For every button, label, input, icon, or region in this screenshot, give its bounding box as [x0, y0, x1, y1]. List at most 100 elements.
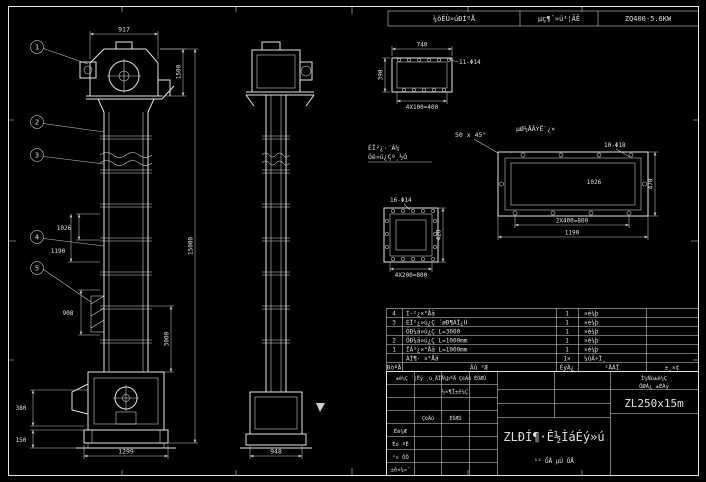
parts-row-name: ÖÐ¼ä»ú¿Ç L=1000mm — [406, 338, 468, 345]
stray-mark — [316, 403, 325, 412]
parts-row-no: 3 — [392, 320, 396, 327]
model-number: ZL250x15m — [624, 397, 684, 410]
note-b-holes: 10-Φ18 — [604, 142, 626, 149]
mark-note-1: Í¼Ñù±ê¼Ç — [641, 374, 668, 382]
inlet-hopper — [71, 383, 89, 415]
title-block: ±ê¼Ç ´¦Êý ¸ü¸ÄÎÄ¼þºÅ Ç©Ãû ÈÕÆÚ ½×¶Î±ê¼Ç … — [386, 371, 699, 476]
sheet-count: ¹² ÕÅ µÚ ÕÅ — [534, 458, 574, 465]
parts-row-no: 2 — [392, 338, 396, 345]
dim-front-section-c: 908 — [63, 310, 74, 317]
parts-row-name: ÖÐ¼ä»ú¿Ç L=3000 — [406, 329, 461, 336]
parts-row-qty: 1 — [565, 329, 569, 336]
parts-row-qty: 1× — [563, 356, 571, 363]
note-plate-label: µØ½ÅÂÝË¨¿× — [516, 124, 555, 133]
note-chamfer: 50 x 45° — [455, 131, 486, 139]
note-line1: ÉÏ²¿·¨À¼ — [368, 143, 399, 152]
side-break-line — [261, 152, 291, 166]
parts-row: ÁÏ¶· ×°Åä 1× ¼ûÃ÷Ï¸ — [406, 356, 606, 363]
side-base — [245, 433, 307, 446]
sign-col-label: Ç©Ãû — [422, 415, 434, 422]
parts-header-remark: ±¸×¢ — [665, 365, 680, 372]
annotations: ÉÏ²¿·¨À¼ Óë»ú¿Çº¸½Ó 50 x 45° µØ½ÅÂÝË¨¿× … — [368, 124, 631, 163]
row-process: ¹¤ ÒÕ — [392, 454, 409, 461]
base-channel — [83, 429, 169, 444]
parts-row-mat: ×é¼þ — [584, 329, 599, 336]
parts-row-mat: ×é¼þ — [584, 338, 599, 345]
parts-row: 2 ÖÐ¼ä»ú¿Ç L=1000mm 1 ×é¼þ — [392, 338, 599, 345]
balloon-4: 4 — [35, 234, 39, 242]
dim-b-length: 1190 — [565, 230, 580, 237]
top-strip-cell1: ¼õËÙ»úÐÍºÅ — [433, 14, 476, 23]
top-strip: ¼õËÙ»úÐÍºÅ µç¶¯»ú¹¦ÂÊ ZQ400-5.6KW — [387, 10, 699, 27]
parts-row-name: ÁÏ¶· ×°Åä — [406, 356, 439, 363]
parts-row-mat: ×é¼þ — [584, 311, 599, 318]
parts-row-qty: 1 — [565, 338, 569, 345]
dim-b-height: 470 — [648, 178, 655, 189]
parts-row-mat: ¼ûÃ÷Ï¸ — [584, 356, 606, 363]
dim-front-base-width: 1299 — [118, 448, 134, 456]
dim-front-base-height: 150 — [16, 437, 27, 444]
inspection-door — [90, 295, 105, 333]
parts-row-qty: 1 — [565, 347, 569, 354]
parts-header-row: ÐòºÅ Ãû ³Æ ÊýÁ¿ ²ÄÁÏ ±¸×¢ — [387, 364, 680, 372]
dim-front-boot-height: 380 — [16, 405, 27, 412]
drawing-title: ZLÐÍ¶·Ê½ÌáÉý»ú — [503, 429, 604, 444]
parts-row-qty: 1 — [565, 320, 569, 327]
side-view: 948 — [240, 41, 325, 459]
parts-row: 4 Í·²¿×°Åä 1 ×é¼þ — [392, 310, 599, 318]
parts-row: 1 ÏÂ²¿×°Åä L=1000mm 1 ×é¼þ — [392, 347, 599, 354]
parts-row-no: 1 — [392, 347, 396, 354]
side-platform — [245, 91, 315, 107]
front-balloons: 1 2 3 4 5 — [30, 40, 105, 303]
dim-c-pitch: 4X200=800 — [395, 272, 428, 279]
dim-front-lower-section: 3000 — [164, 331, 171, 346]
row-standard: ±ê×¼»¯ — [391, 467, 411, 474]
dim-front-top-width: 917 — [118, 26, 130, 34]
break-line — [99, 152, 153, 158]
parts-header-name: Ãû ³Æ — [470, 365, 488, 372]
dim-front-section-b: 1190 — [51, 248, 66, 255]
dim-side-base-width: 948 — [270, 448, 282, 456]
stage-label: ½×¶Î±ê¼Ç — [442, 389, 469, 396]
drive-motor — [79, 61, 97, 79]
top-strip-cell2: µç¶¯»ú¹¦ÂÊ — [538, 14, 580, 23]
detail-flange-a: 740 390 11-Φ14 4X100=400 — [378, 42, 482, 112]
parts-header-no: ÐòºÅ — [387, 365, 402, 372]
detail-base-frame: 1026 2X400=800 1190 470 — [497, 151, 658, 240]
drawing-border — [8, 6, 699, 476]
parts-row-mat: ×é¼þ — [584, 320, 599, 327]
dim-c-height: 420 — [436, 229, 443, 240]
parts-row: 3 ÉÏ²¿»ú¿Ç ´øÐ¶ÁÏ¿Ú 1 ×é¼þ — [392, 319, 599, 327]
dim-a-pitch: 4X100=400 — [406, 104, 439, 111]
mark-note-2: ÖØÁ¿ ±ÈÀý — [639, 382, 669, 390]
parts-row-name: ÏÂ²¿×°Åä L=1000mm — [406, 347, 468, 354]
side-motor — [300, 65, 312, 77]
balloon-2: 2 — [35, 119, 39, 127]
row-check: Éó ºË — [392, 440, 409, 448]
parts-row-mat: ×é¼þ — [584, 347, 599, 354]
detail-flange-c: 16-Φ14 4X200=800 420 — [383, 197, 446, 279]
front-dimensions: 917 1500 15000 3000 1026 1190 908 380 15… — [16, 26, 198, 459]
dim-b-inner: 1026 — [587, 179, 602, 186]
dim-a-width: 740 — [417, 42, 428, 49]
flange-a-holes — [397, 58, 451, 92]
top-strip-cell3: ZQ400-5.6KW — [625, 15, 672, 23]
dim-front-total-height: 15000 — [188, 237, 195, 255]
parts-row-name: ÉÏ²¿»ú¿Ç ´øÐ¶ÁÏ¿Ú — [406, 319, 468, 327]
note-c-holes: 16-Φ14 — [390, 197, 412, 204]
balloon-5: 5 — [35, 265, 39, 273]
parts-header-mat: ²ÄÁÏ — [605, 365, 620, 372]
parts-row-name: Í·²¿×°Åä — [406, 310, 435, 318]
balloon-3: 3 — [35, 152, 39, 160]
revision-header: ±ê¼Ç ´¦Êý ¸ü¸ÄÎÄ¼þºÅ Ç©Ãû ÈÕÆÚ — [396, 374, 486, 382]
note-line2: Óë»ú¿Çº¸½Ó — [368, 152, 407, 161]
front-view — [71, 41, 176, 449]
base-frame-holes — [499, 152, 647, 216]
balloon-1: 1 — [35, 44, 39, 52]
dim-b-pitch: 2X400=800 — [556, 218, 589, 225]
parts-row: ÖÐ¼ä»ú¿Ç L=3000 1 ×é¼þ — [406, 329, 599, 336]
date-col-label: ÈÕÆÚ — [449, 414, 461, 422]
flange-c-holes — [385, 209, 437, 261]
